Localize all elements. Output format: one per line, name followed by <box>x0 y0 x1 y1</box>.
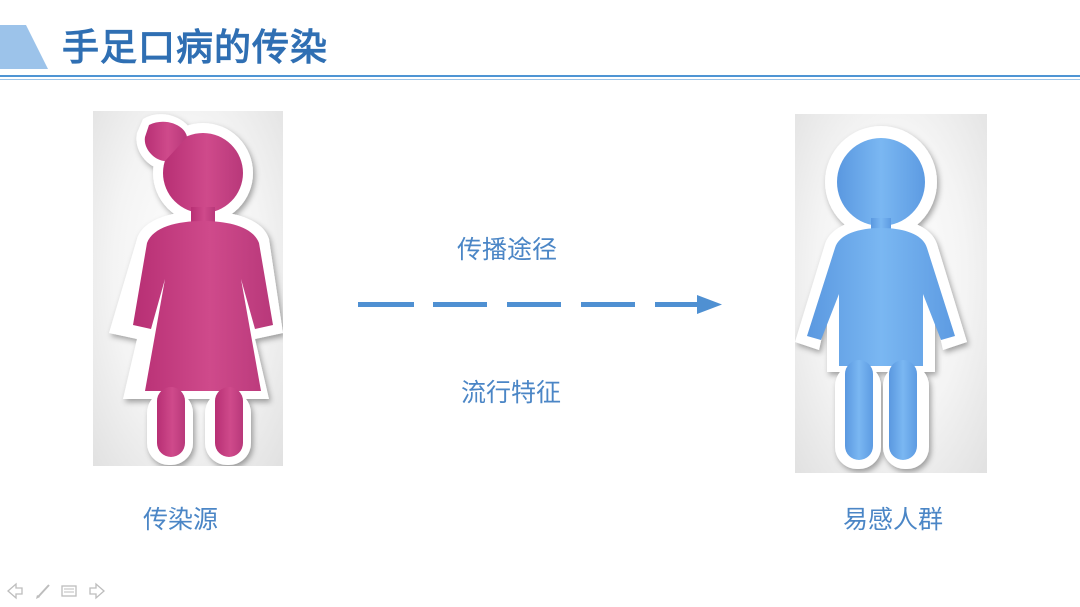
dashed-arrow-icon <box>358 295 722 314</box>
pen-icon[interactable] <box>36 584 50 599</box>
source-figure-card <box>93 111 283 466</box>
boy-figure-icon <box>795 126 967 469</box>
slide-title: 手足口病的传染 <box>62 26 328 69</box>
girl-figure-icon <box>109 114 283 465</box>
susceptible-label: 易感人群 <box>843 505 944 534</box>
title-accent-tab <box>0 25 48 69</box>
next-arrow-icon[interactable] <box>89 582 105 600</box>
epidemiology-label: 流行特征 <box>461 378 562 407</box>
slideshow-nav <box>6 582 106 600</box>
susceptible-figure-card <box>795 114 987 473</box>
source-label: 传染源 <box>143 505 219 534</box>
prev-arrow-icon[interactable] <box>7 582 23 600</box>
transmission-route-label: 传播途径 <box>457 235 558 264</box>
title-divider-thin <box>0 79 1080 80</box>
title-divider <box>0 75 1080 77</box>
menu-icon[interactable] <box>61 585 77 597</box>
